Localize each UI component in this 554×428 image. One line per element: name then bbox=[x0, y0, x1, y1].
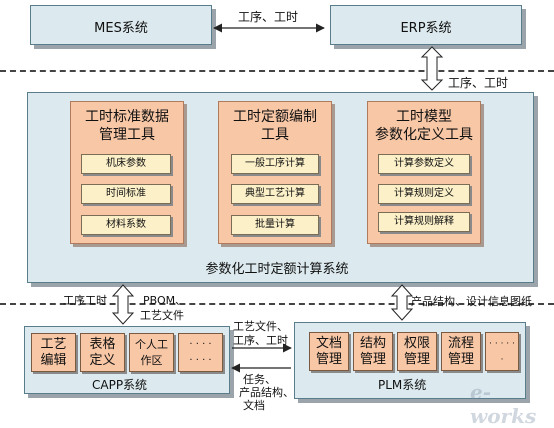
capp-module-2-line1: 表格 bbox=[89, 336, 116, 352]
plm-module-2-line2: 管理 bbox=[359, 351, 386, 367]
capp-module-more: · · · · · · · · bbox=[178, 333, 223, 372]
item-rule-def: 计算规则定义 bbox=[378, 184, 470, 204]
tool-panel-subtitle-3: 参数化定义工具 bbox=[375, 127, 473, 143]
watermark-logo: e-works bbox=[470, 380, 537, 428]
item-machine-params: 机床参数 bbox=[81, 154, 171, 174]
plm-module-permission: 权限管理 bbox=[397, 332, 437, 371]
capp-module-4-line1: · · · · bbox=[189, 338, 212, 350]
item-general-process-calc: 一般工序计算 bbox=[231, 154, 319, 174]
plm-system-label: PLM系统 bbox=[378, 378, 427, 392]
item-batch-calc: 批量计算 bbox=[231, 215, 319, 235]
capp-module-process-edit: 工艺编辑 bbox=[31, 333, 76, 372]
flow-label-plm-capp-2: 产品结构、 bbox=[239, 386, 294, 399]
plm-module-3-line2: 管理 bbox=[403, 351, 430, 367]
flow-label-plm-main: 产品结构、设计信息图纸 bbox=[411, 295, 532, 308]
arrow-main-capp bbox=[111, 284, 135, 325]
tool-panel-title-2: 工时定额编制 bbox=[233, 109, 317, 125]
plm-module-structure: 结构管理 bbox=[353, 332, 393, 371]
plm-module-4-line2: 管理 bbox=[447, 351, 474, 367]
flow-arrows bbox=[111, 23, 444, 373]
capp-module-1-line2: 编辑 bbox=[40, 352, 67, 368]
plm-module-5-line2: · bbox=[500, 354, 504, 365]
flow-label-capp-plm-1: 工艺文件、 bbox=[233, 320, 288, 333]
capp-module-3-line2: 作区 bbox=[140, 353, 163, 367]
arrow-main-plm bbox=[390, 284, 414, 321]
capp-module-4-line2: · · · · bbox=[189, 354, 212, 366]
plm-module-2-line1: 结构 bbox=[359, 335, 386, 351]
plm-module-1-line1: 文档 bbox=[315, 335, 342, 351]
item-rule-explain: 计算规则解释 bbox=[378, 212, 470, 232]
plm-module-4-line1: 流程 bbox=[447, 335, 474, 351]
plm-module-doc: 文档管理 bbox=[309, 332, 349, 371]
plm-module-3-line1: 权限 bbox=[403, 335, 430, 351]
capp-module-2-line2: 定义 bbox=[89, 352, 116, 368]
flow-label-capp-up: 工序工时 bbox=[63, 294, 107, 307]
capp-module-table-def: 表格定义 bbox=[80, 333, 125, 372]
mes-system-label: MES系统 bbox=[94, 21, 148, 36]
item-param-def: 计算参数定义 bbox=[378, 154, 470, 174]
mes-system-box: MES系统 bbox=[30, 5, 212, 45]
tool-panel-title-1: 工时标准数据 bbox=[85, 109, 169, 125]
main-system-label: 参数化工时定额计算系统 bbox=[205, 262, 349, 277]
plm-module-more: · · · · · · bbox=[485, 332, 519, 371]
erp-system-box: ERP系统 bbox=[330, 5, 522, 45]
tool-panel-subtitle-2: 工具 bbox=[261, 127, 289, 143]
capp-module-3-line1: 个人工 bbox=[135, 337, 168, 351]
item-material-coef: 材料系数 bbox=[81, 215, 171, 235]
plm-module-1-line2: 管理 bbox=[315, 351, 342, 367]
arrow-erp-main bbox=[420, 46, 444, 91]
tool-panel-title-3: 工时模型 bbox=[396, 109, 452, 125]
divider-top bbox=[0, 70, 554, 72]
flow-label-mes-erp: 工序、工时 bbox=[238, 10, 299, 24]
flow-label-capp-down: PBOM、 bbox=[143, 294, 187, 307]
divider-bottom bbox=[0, 303, 554, 305]
flow-label-erp-main: 工序、工时 bbox=[448, 76, 509, 90]
capp-module-workspace: 个人工作区 bbox=[129, 333, 174, 372]
item-typical-process-calc: 典型工艺计算 bbox=[231, 184, 319, 204]
flow-label-capp-down-2: 工艺文件 bbox=[140, 309, 184, 322]
plm-module-5-line1: · · · · · bbox=[489, 338, 515, 349]
plm-module-workflow: 流程管理 bbox=[441, 332, 481, 371]
capp-module-1-line1: 工艺 bbox=[40, 336, 67, 352]
tool-panel-model-def: 工时模型 参数化定义工具 计算参数定义 计算规则定义 计算规则解释 bbox=[367, 101, 481, 244]
capp-system-label: CAPP系统 bbox=[92, 378, 148, 392]
flow-label-plm-capp-1: 任务、 bbox=[243, 373, 276, 386]
tool-panel-standard-data: 工时标准数据 管理工具 机床参数 时间标准 材料系数 bbox=[70, 101, 184, 244]
item-time-standard: 时间标准 bbox=[81, 184, 171, 204]
tool-panel-quota-compile: 工时定额编制 工具 一般工序计算 典型工艺计算 批量计算 bbox=[218, 101, 332, 244]
flow-label-capp-plm-2: 工序、工时 bbox=[233, 334, 288, 347]
tool-panel-subtitle-1: 管理工具 bbox=[99, 127, 155, 143]
flow-label-plm-capp-3: 文档 bbox=[243, 399, 265, 412]
erp-system-label: ERP系统 bbox=[400, 21, 452, 36]
